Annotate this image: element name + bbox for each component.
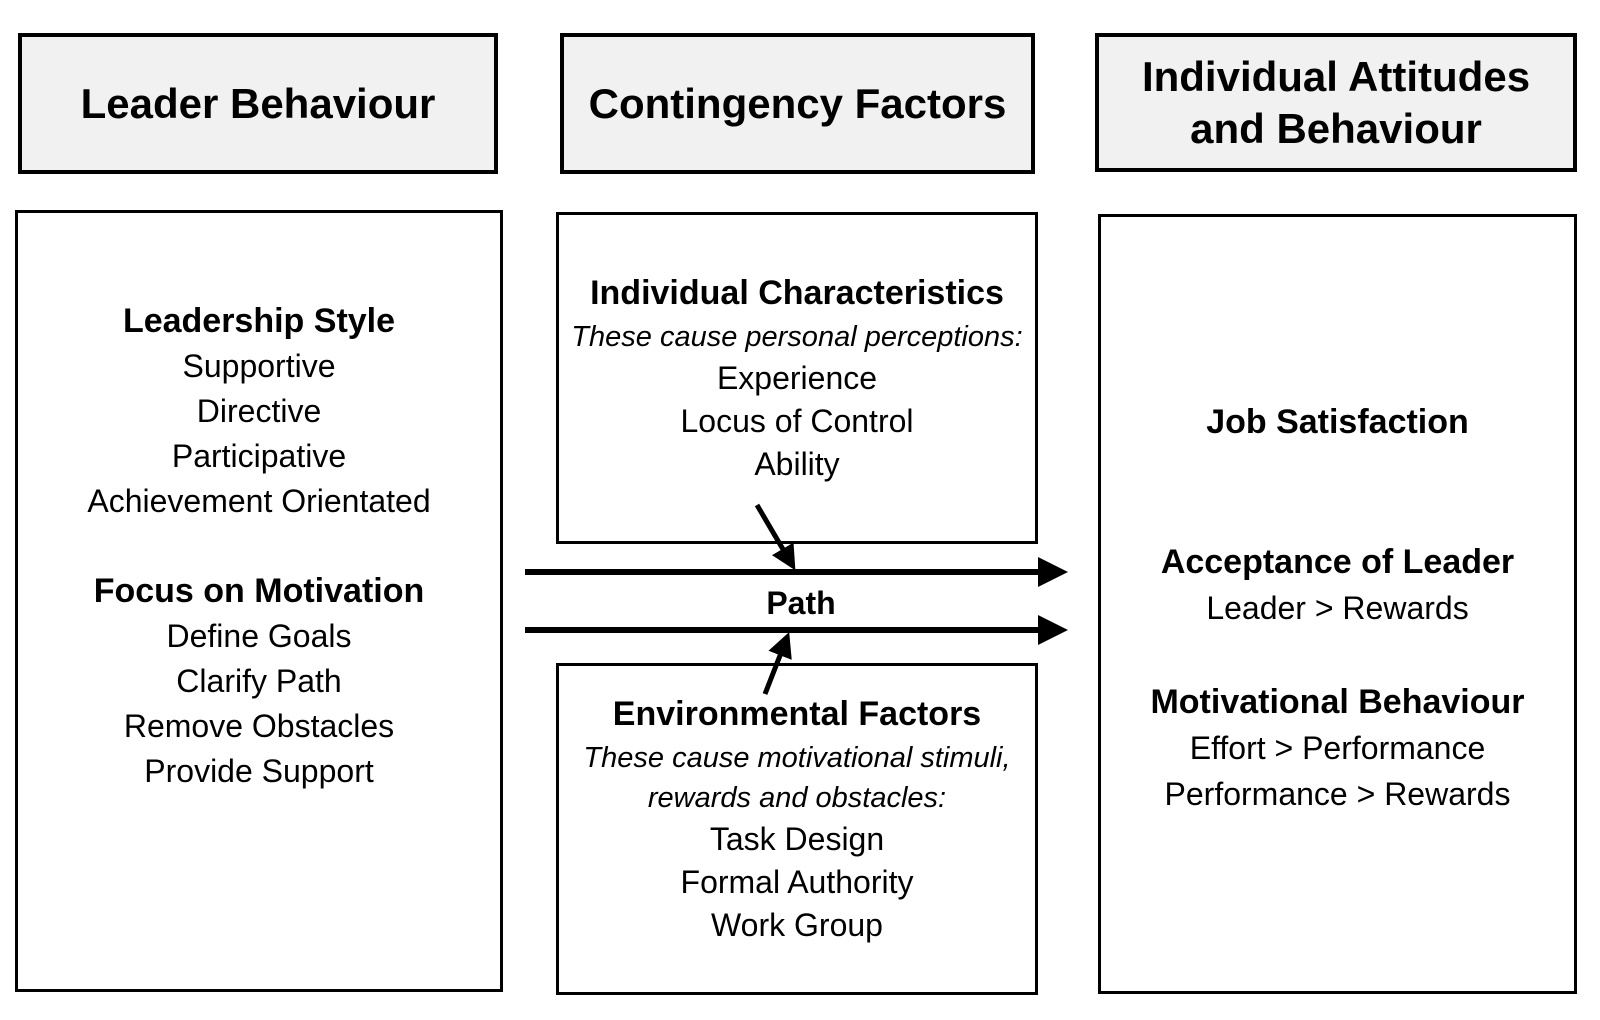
environmental-factors-subtitle: These cause motivational stimuli, reward… — [583, 742, 1011, 814]
environmental-factors-box: Environmental Factors These cause motiva… — [556, 663, 1038, 995]
environmental-factors-title: Environmental Factors — [612, 695, 982, 733]
leadership-style-item: Achievement Orientated — [87, 483, 431, 519]
header-leader-behaviour: Leader Behaviour — [18, 33, 498, 174]
motivational-behaviour-item: Performance > Rewards — [1164, 776, 1511, 812]
individual-characteristics-title: Individual Characteristics — [590, 274, 1004, 312]
motivational-behaviour-item: Effort > Performance — [1189, 730, 1486, 766]
path-label: Path — [766, 585, 836, 621]
focus-on-motivation-item: Provide Support — [144, 753, 374, 789]
job-satisfaction-section: Job Satisfaction — [1101, 399, 1574, 445]
individual-attitudes-behaviour-box: Job Satisfaction Acceptance of Leader Le… — [1098, 214, 1577, 994]
header-individual-attitudes-behaviour: Individual Attitudes and Behaviour — [1095, 33, 1577, 172]
motivational-behaviour-title: Motivational Behaviour — [1150, 683, 1525, 721]
individual-characteristics-subtitle: These cause personal perceptions: — [571, 321, 1023, 353]
environmental-factors-item: Formal Authority — [680, 864, 914, 900]
acceptance-of-leader-item: Leader > Rewards — [1206, 590, 1469, 626]
focus-on-motivation-item: Clarify Path — [176, 663, 342, 699]
acceptance-of-leader-title: Acceptance of Leader — [1160, 543, 1515, 581]
environmental-factors-item: Task Design — [709, 821, 885, 857]
individual-characteristics-item: Experience — [716, 360, 878, 396]
individual-characteristics-item: Ability — [754, 446, 840, 482]
focus-on-motivation-item: Remove Obstacles — [123, 708, 395, 744]
individual-characteristics-item: Locus of Control — [680, 403, 914, 439]
leadership-style-item: Supportive — [182, 348, 336, 384]
leadership-style-title: Leadership Style — [122, 302, 396, 340]
environmental-factors-item: Work Group — [711, 907, 883, 943]
individual-characteristics-box: Individual Characteristics These cause p… — [556, 212, 1038, 544]
header-contingency-factors: Contingency Factors — [560, 33, 1035, 174]
leadership-style-item: Directive — [196, 393, 322, 429]
leadership-style-item: Participative — [171, 438, 347, 474]
motivational-behaviour-section: Motivational Behaviour Effort > Performa… — [1101, 679, 1574, 817]
acceptance-of-leader-items: Leader > Rewards — [1101, 585, 1574, 631]
acceptance-of-leader-section: Acceptance of Leader Leader > Rewards — [1101, 539, 1574, 631]
job-satisfaction-title: Job Satisfaction — [1206, 403, 1469, 441]
focus-on-motivation-item: Define Goals — [166, 618, 352, 654]
focus-on-motivation-title: Focus on Motivation — [93, 572, 425, 610]
